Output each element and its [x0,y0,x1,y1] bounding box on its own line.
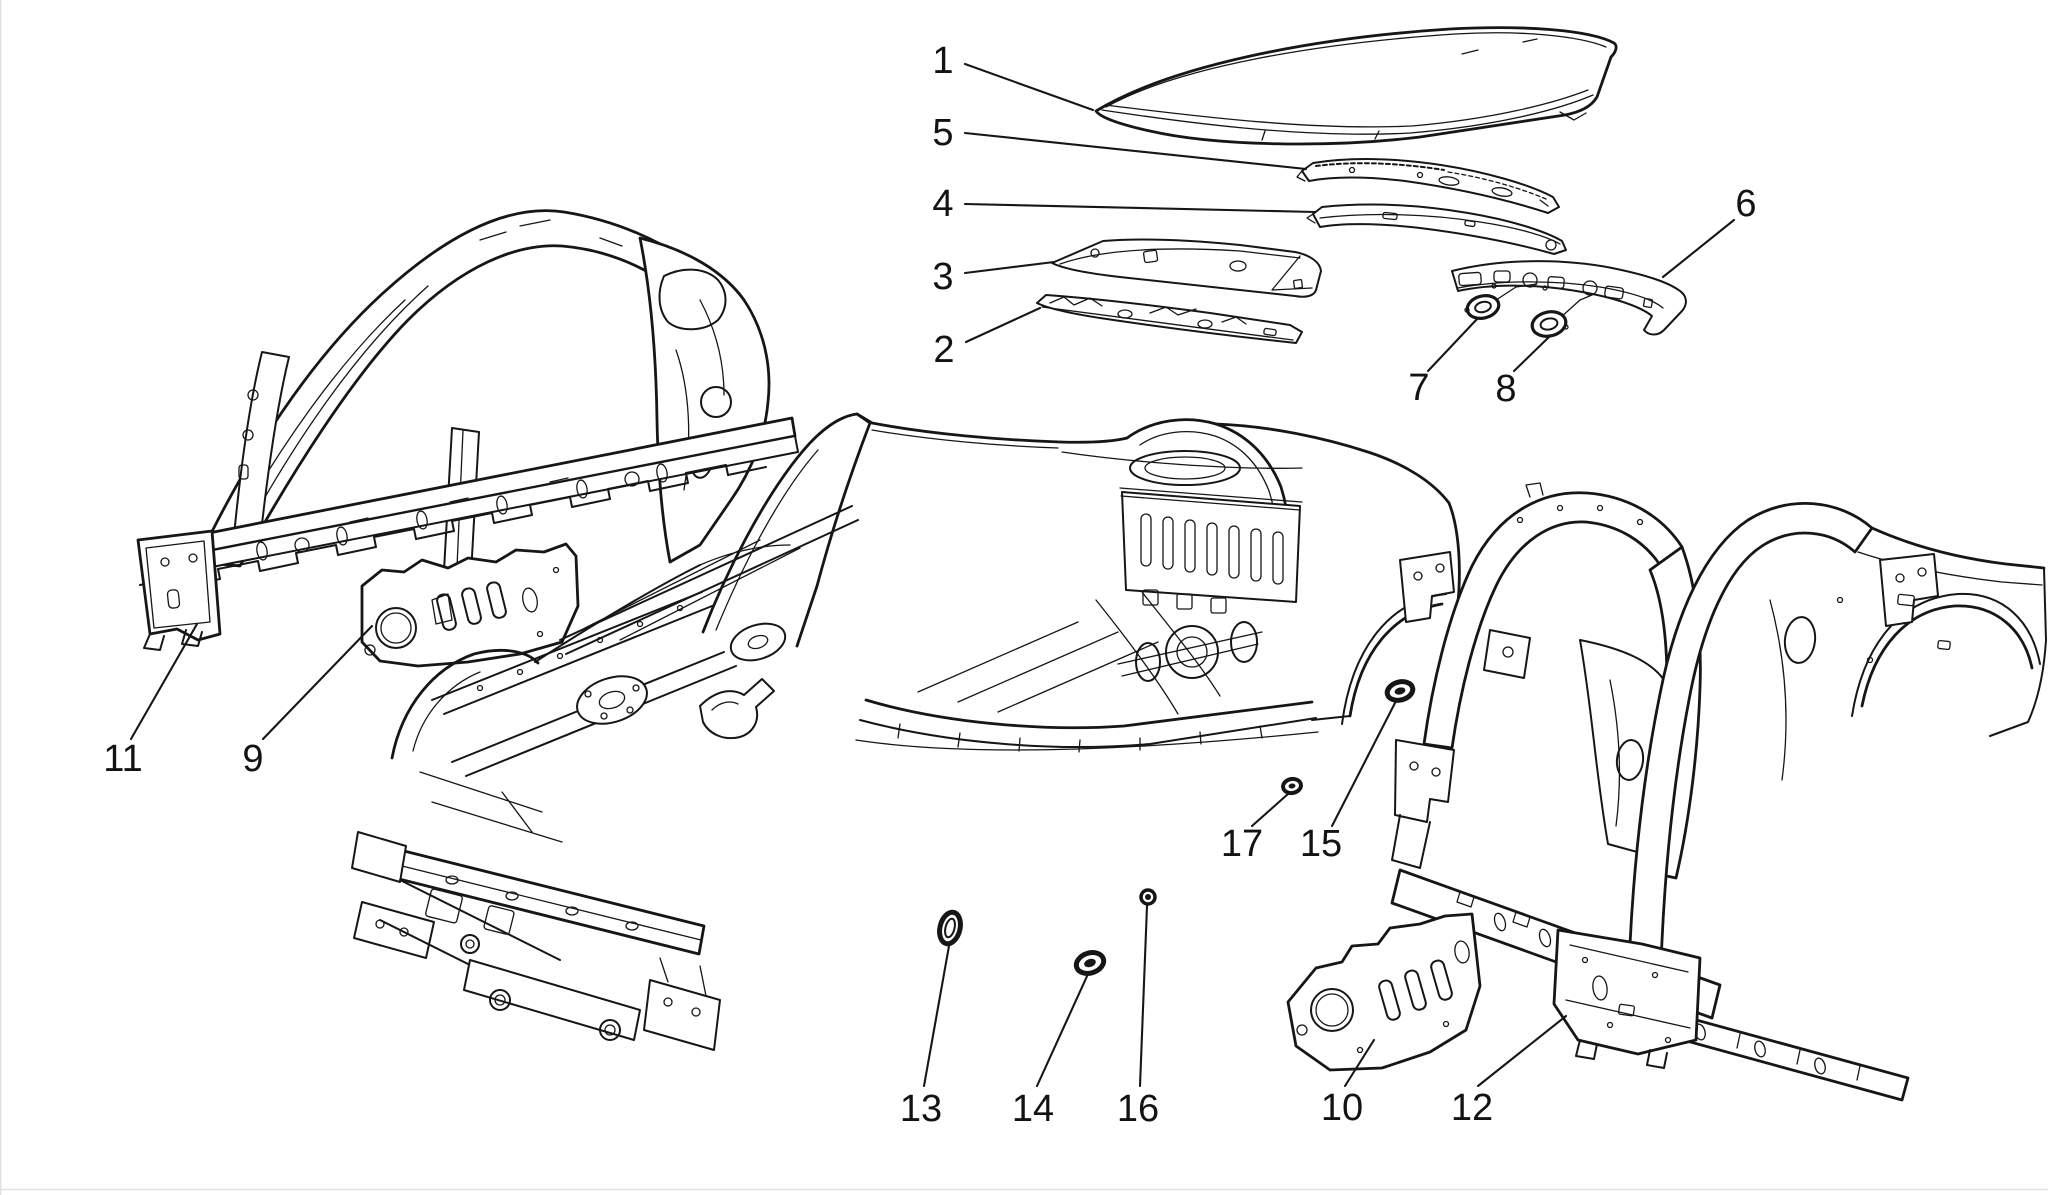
leader-line-1 [963,62,1095,112]
part-body-shell [351,412,1461,1051]
leader-line-4 [963,202,1317,214]
callout-label-11: 11 [103,738,142,780]
callout-label-3: 3 [932,256,953,298]
part-left-side-frame [136,209,799,651]
part-grommet-7 [1464,294,1501,320]
part-bulkhead-panel-9 [360,542,580,668]
leader-line-17 [1250,792,1290,828]
callout-label-5: 5 [932,112,953,154]
part-roof-panel [1094,26,1618,146]
part-header-rail-4 [1306,203,1567,255]
part-shelf-rail-2 [1036,294,1303,344]
callout-label-10: 10 [1321,1087,1363,1129]
callout-label-6: 6 [1735,183,1756,225]
part-grommet-8 [1530,310,1569,338]
callout-label-1: 1 [932,40,953,82]
leader-line-13 [922,944,951,1088]
part-outer-side-frame [1552,502,2047,1102]
callout-label-9: 9 [242,738,263,780]
callout-label-14: 14 [1012,1088,1054,1130]
leader-line-9 [261,624,374,741]
callout-label-7: 7 [1408,367,1429,409]
leader-line-14 [1035,972,1090,1088]
callout-label-13: 13 [900,1088,942,1130]
part-header-rail-5 [1296,158,1560,214]
leader-line-16 [1138,904,1149,1088]
callout-label-12: 12 [1451,1087,1493,1129]
leader-line-5 [963,131,1308,171]
part-grommet-14 [1073,950,1107,976]
callout-label-15: 15 [1300,823,1342,865]
leader-line-2 [964,306,1042,344]
leader-line-10 [1343,1038,1376,1088]
leader-line-6 [1661,218,1736,279]
callout-label-2: 2 [933,329,954,371]
callout-label-4: 4 [932,183,953,225]
part-grommet-13 [937,909,963,947]
leader-line-11 [129,622,199,741]
leader-line-7 [1426,316,1480,373]
part-grommet-15 [1384,679,1416,703]
leader-line-12 [1476,1014,1568,1088]
part-shelf-panel-3 [1051,238,1322,298]
leader-line-3 [963,260,1056,275]
part-rear-header-6 [1451,260,1687,336]
callout-label-8: 8 [1495,368,1516,410]
callout-label-17: 17 [1221,823,1263,865]
callout-label-16: 16 [1117,1088,1159,1130]
part-plug-16 [1139,888,1157,906]
leader-line-8 [1512,335,1551,373]
part-grommet-17 [1281,776,1303,796]
leader-line-15 [1330,699,1398,828]
